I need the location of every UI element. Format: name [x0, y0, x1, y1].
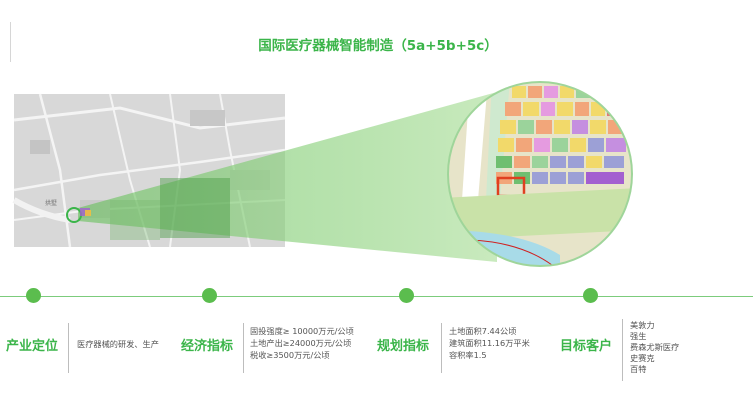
timeline-dot-2 — [202, 288, 217, 303]
customer-2: 强生 — [630, 331, 647, 341]
category-planning-indicators: 规划指标 — [377, 339, 430, 354]
timeline-dot-3 — [399, 288, 414, 303]
map-district-label: 拱墅 — [45, 199, 57, 207]
item-2-line-3: 税收≥3500万元/公顷 — [250, 350, 330, 360]
category-target-customers: 目标客户 — [560, 339, 613, 354]
item-divider-4 — [622, 319, 623, 381]
left-divider — [10, 22, 11, 62]
customer-4: 史赛克 — [630, 353, 655, 363]
customer-5: 百特 — [630, 364, 647, 374]
item-3-line-2: 建筑面积11.16万平米 — [449, 338, 530, 348]
category-economic-indicators: 经济指标 — [181, 339, 234, 354]
item-1-line-1: 医疗器械的研发、生产 — [77, 339, 159, 349]
timeline-line — [0, 296, 753, 297]
item-2-line-1: 固投强度≥ 10000万元/公顷 — [250, 326, 354, 336]
customer-3: 费森尤斯医疗 — [630, 342, 680, 352]
item-divider-2 — [243, 323, 244, 373]
item-divider-1 — [68, 323, 69, 373]
zoom-cone — [78, 92, 497, 262]
customer-1: 美敦力 — [630, 320, 655, 330]
timeline-dot-1 — [26, 288, 41, 303]
item-3-line-3: 容积率1.5 — [449, 350, 487, 360]
item-3-line-1: 土地面积7.44公顷 — [449, 326, 517, 336]
item-2-line-2: 土地产出≥24000万元/公顷 — [250, 338, 352, 348]
timeline-dot-4 — [583, 288, 598, 303]
map-graphic: 拱墅 — [0, 80, 753, 280]
item-divider-3 — [441, 323, 442, 373]
zoom-circle-map — [448, 82, 632, 266]
category-industry-positioning: 产业定位 — [6, 339, 59, 354]
page-title: 国际医疗器械智能制造（5a+5b+5c） — [258, 38, 498, 54]
